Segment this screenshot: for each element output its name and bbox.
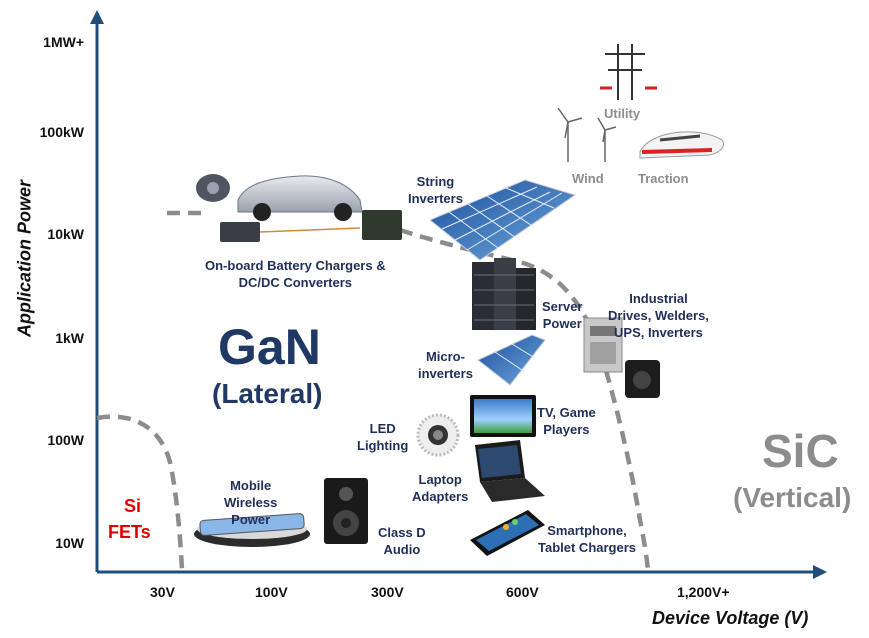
y-tick-1kw: 1kW <box>55 330 84 346</box>
app-label-class-d-audio: Class D Audio <box>378 525 426 557</box>
si-region-line1: Si <box>124 496 142 516</box>
x-axis-title: Device Voltage (V) <box>652 608 809 628</box>
app-label-smartphone: Smartphone, Tablet Chargers <box>538 523 637 555</box>
sic-region-subtitle: (Vertical) <box>733 482 852 513</box>
x-tick-600v: 600V <box>506 584 539 600</box>
app-label-traction: Traction <box>638 171 689 186</box>
smartphone-icon <box>470 510 545 556</box>
micro-inverter-icon <box>477 334 546 386</box>
tv-icon <box>470 395 536 437</box>
gan-region-subtitle: (Lateral) <box>212 378 323 409</box>
si-region-line2: FETs <box>108 522 151 542</box>
y-tick-100kw: 100kW <box>39 124 84 140</box>
app-label-tv: TV, Game Players <box>537 405 596 437</box>
speaker-icon <box>324 478 368 544</box>
gan-region-title: GaN <box>218 319 321 375</box>
x-tick-300v: 300V <box>371 584 404 600</box>
x-tick-30v: 30V <box>150 584 175 600</box>
gan-sic-boundary <box>597 349 651 571</box>
app-label-wind: Wind <box>572 171 604 186</box>
x-axis-arrow <box>813 565 827 579</box>
y-tick-1mw: 1MW+ <box>43 34 84 50</box>
app-label-server-power: Server Power <box>542 299 583 331</box>
app-label-onboard-chargers: On-board Battery Chargers & DC/DC Conver… <box>205 258 386 290</box>
car-charger-icon <box>196 174 402 242</box>
gan-upper-boundary <box>167 210 603 351</box>
x-tick-100v: 100V <box>255 584 288 600</box>
server-icon <box>472 258 536 330</box>
y-tick-10w: 10W <box>55 535 84 551</box>
y-tick-10kw: 10kW <box>47 226 84 242</box>
region-boundaries <box>96 210 651 571</box>
app-label-micro-inverters: Micro- inverters <box>418 349 473 381</box>
y-tick-100w: 100W <box>47 432 84 448</box>
app-label-mobile-wireless: Mobile Wireless Power <box>224 478 278 527</box>
wireless-pad-icon <box>194 513 310 547</box>
axes <box>90 10 827 579</box>
laptop-icon <box>475 440 545 502</box>
app-label-string-inverters: String Inverters <box>408 174 463 206</box>
y-axis-title: Application Power <box>14 179 35 338</box>
app-label-utility: Utility <box>604 106 641 121</box>
wind-turbine-icon <box>557 107 617 162</box>
app-label-industrial: Industrial Drives, Welders, UPS, Inverte… <box>608 291 709 340</box>
app-label-led: LED Lighting <box>357 421 409 453</box>
si-boundary <box>96 414 185 571</box>
sic-region-title: SiC <box>762 425 839 477</box>
train-icon <box>639 131 724 159</box>
led-icon <box>416 413 460 457</box>
utility-tower-icon <box>600 44 657 100</box>
y-axis-arrow <box>90 10 104 24</box>
app-label-laptop: Laptop Adapters <box>412 472 469 504</box>
solar-panel-icon <box>429 179 577 261</box>
x-tick-1200v: 1,200V+ <box>677 584 730 600</box>
industrial-drive-icon <box>583 317 660 398</box>
